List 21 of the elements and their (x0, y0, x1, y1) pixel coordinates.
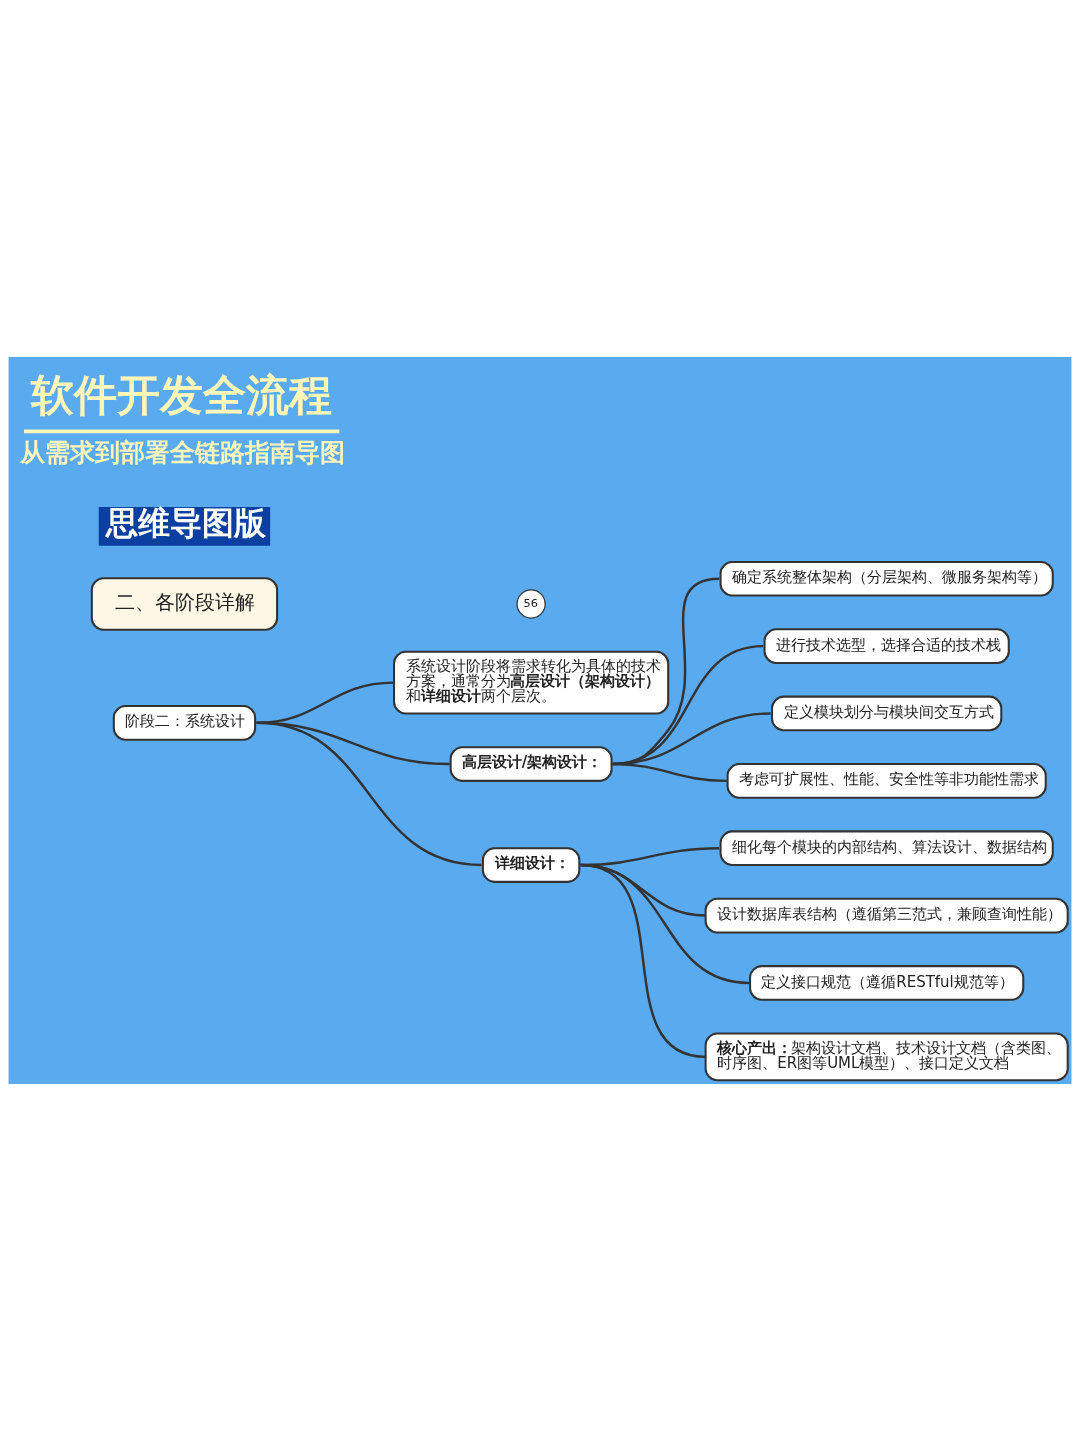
node-box: 进行技术选型，选择合适的技术栈 (763, 627, 1010, 664)
node-box: 确定系统整体架构（分层架构、微服务架构等） (719, 560, 1054, 597)
node-box: 阶段二：系统设计 (112, 704, 257, 741)
connector (580, 863, 706, 1058)
node-box: 核心产出：架构设计文档、技术设计文档（含类图、时序图、ER图等UML模型）、接口定义文档 (704, 1031, 1069, 1081)
connector (612, 762, 727, 782)
node-box: 定义模块划分与模块间交互方式 (771, 695, 1003, 731)
node-box: 细化每个模块的内部结构、算法设计、数据结构 (719, 829, 1054, 866)
node-box: 思维导图版 (98, 506, 271, 546)
node-box: 设计数据库表结构（遵循第三范式，兼顾查询性能） (704, 897, 1069, 933)
connector (256, 680, 395, 724)
node-box: 高层设计/架构设计： (449, 745, 613, 782)
node-circle: 56 (516, 588, 546, 619)
node-box: 二、各阶段详解 (90, 576, 279, 631)
node-box: 考虑可扩展性、性能、安全性等非功能性需求 (726, 762, 1047, 799)
node-box: 定义接口规范（遵循RESTful规范等） (749, 964, 1025, 1001)
node-box: 系统设计阶段将需求转化为具体的技术方案，通常分为高层设计（架构设计）和详细设计两个层次。 (393, 650, 670, 714)
label: 从需求到部署全链路指南导图 (19, 437, 345, 467)
connector (256, 721, 482, 866)
node-box: 详细设计： (481, 846, 581, 883)
diagram-title: 软件开发全流程 (31, 369, 333, 420)
